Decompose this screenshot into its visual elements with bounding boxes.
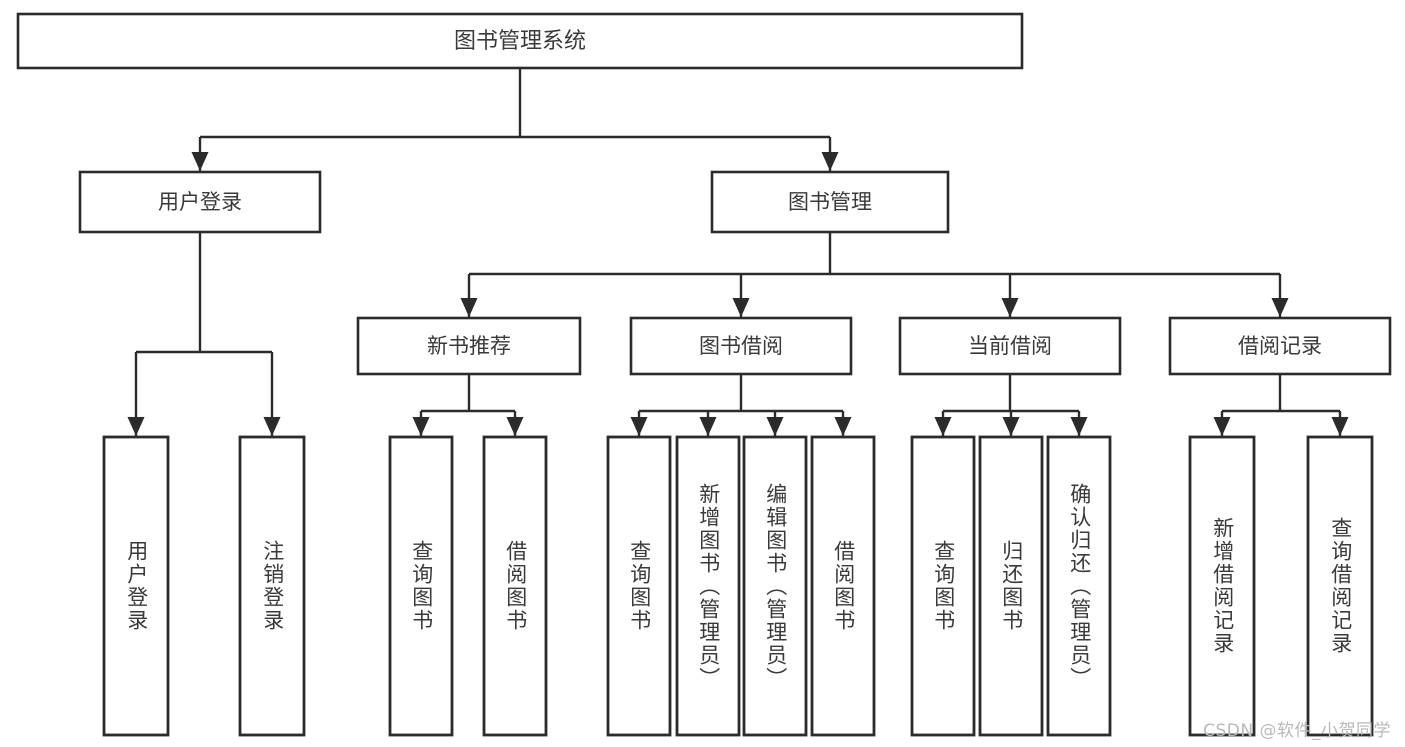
arrow-down-icon-leaf-新增借阅记录-0 <box>1213 417 1231 436</box>
node-label-root: 图书管理系统 <box>454 29 586 54</box>
node-box-leaf-借阅图书-7[interactable] <box>810 435 876 737</box>
arrow-down-icon-level2-1 <box>821 152 839 171</box>
node-box-leaf-归还图书-9[interactable] <box>978 435 1044 737</box>
arrow-down-icon-level3-3 <box>1271 298 1289 317</box>
node-box-leaf-借阅图书-3[interactable] <box>482 435 548 737</box>
arrow-down-icon-leaf-借阅图书-1 <box>506 417 524 436</box>
node-box-leaf-查询图书-4[interactable] <box>606 435 672 737</box>
node-layer <box>16 12 1392 737</box>
node-box-leaf-新增图书管理员-5[interactable] <box>675 435 741 737</box>
node-box-用户登录-level2-0[interactable] <box>78 170 322 234</box>
node-box-图书管理-level2-1[interactable] <box>710 170 950 234</box>
node-label-用户登录-level2-0: 用户登录 <box>158 190 242 214</box>
csdn-watermark: CSDN @软件_小贺同学 <box>1203 721 1391 741</box>
node-box-leaf-编辑图书管理员-6[interactable] <box>742 435 808 737</box>
arrow-down-icon-leaf-确认归还管理员-2 <box>1070 417 1088 436</box>
arrow-down-icon-leaf-查询借阅记录-1 <box>1331 417 1349 436</box>
node-box-leaf-查询图书-2[interactable] <box>388 435 454 737</box>
node-box-leaf-查询图书-8[interactable] <box>910 435 976 737</box>
arrow-down-icon-leaf-新增图书管理员-1 <box>699 417 717 436</box>
node-box-leaf-注销登录-1[interactable] <box>238 435 306 737</box>
arrow-down-icon-level3-1 <box>732 298 750 317</box>
arrow-down-icon-leaf-查询图书-0 <box>934 417 952 436</box>
node-label-借阅记录: 借阅记录 <box>1238 334 1322 358</box>
node-box-当前借阅[interactable] <box>898 316 1122 376</box>
node-label-图书借阅: 图书借阅 <box>699 334 783 358</box>
arrow-down-icon-leaf-查询图书-0 <box>630 417 648 436</box>
arrow-down-icon-leaf-归还图书-1 <box>1002 417 1020 436</box>
arrow-down-icon-leaf-查询图书-0 <box>412 417 430 436</box>
arrow-down-icon-leaf-编辑图书管理员-2 <box>766 417 784 436</box>
node-box-借阅记录[interactable] <box>1168 316 1392 376</box>
node-box-新书推荐[interactable] <box>356 316 582 376</box>
arrow-down-icon-level3-2 <box>1001 298 1019 317</box>
arrow-down-icon-leaf-借阅图书-3 <box>834 417 852 436</box>
connector-layer <box>127 68 1349 436</box>
arrow-down-icon-leaf-用户登录-0 <box>127 417 145 436</box>
node-box-leaf-新增借阅记录-11[interactable] <box>1188 435 1256 737</box>
arrow-down-icon-level3-0 <box>460 298 478 317</box>
node-box-leaf-确认归还管理员-10[interactable] <box>1046 435 1112 737</box>
node-label-当前借阅: 当前借阅 <box>968 334 1052 358</box>
node-box-leaf-用户登录-0[interactable] <box>102 435 170 737</box>
node-label-新书推荐: 新书推荐 <box>427 334 511 358</box>
node-box-leaf-查询借阅记录-12[interactable] <box>1306 435 1374 737</box>
arrow-down-icon-leaf-注销登录-1 <box>263 417 281 436</box>
node-box-root[interactable] <box>16 12 1024 70</box>
arrow-down-icon-level2-0 <box>191 152 209 171</box>
node-label-图书管理-level2-1: 图书管理 <box>788 190 872 214</box>
node-box-图书借阅[interactable] <box>629 316 853 376</box>
